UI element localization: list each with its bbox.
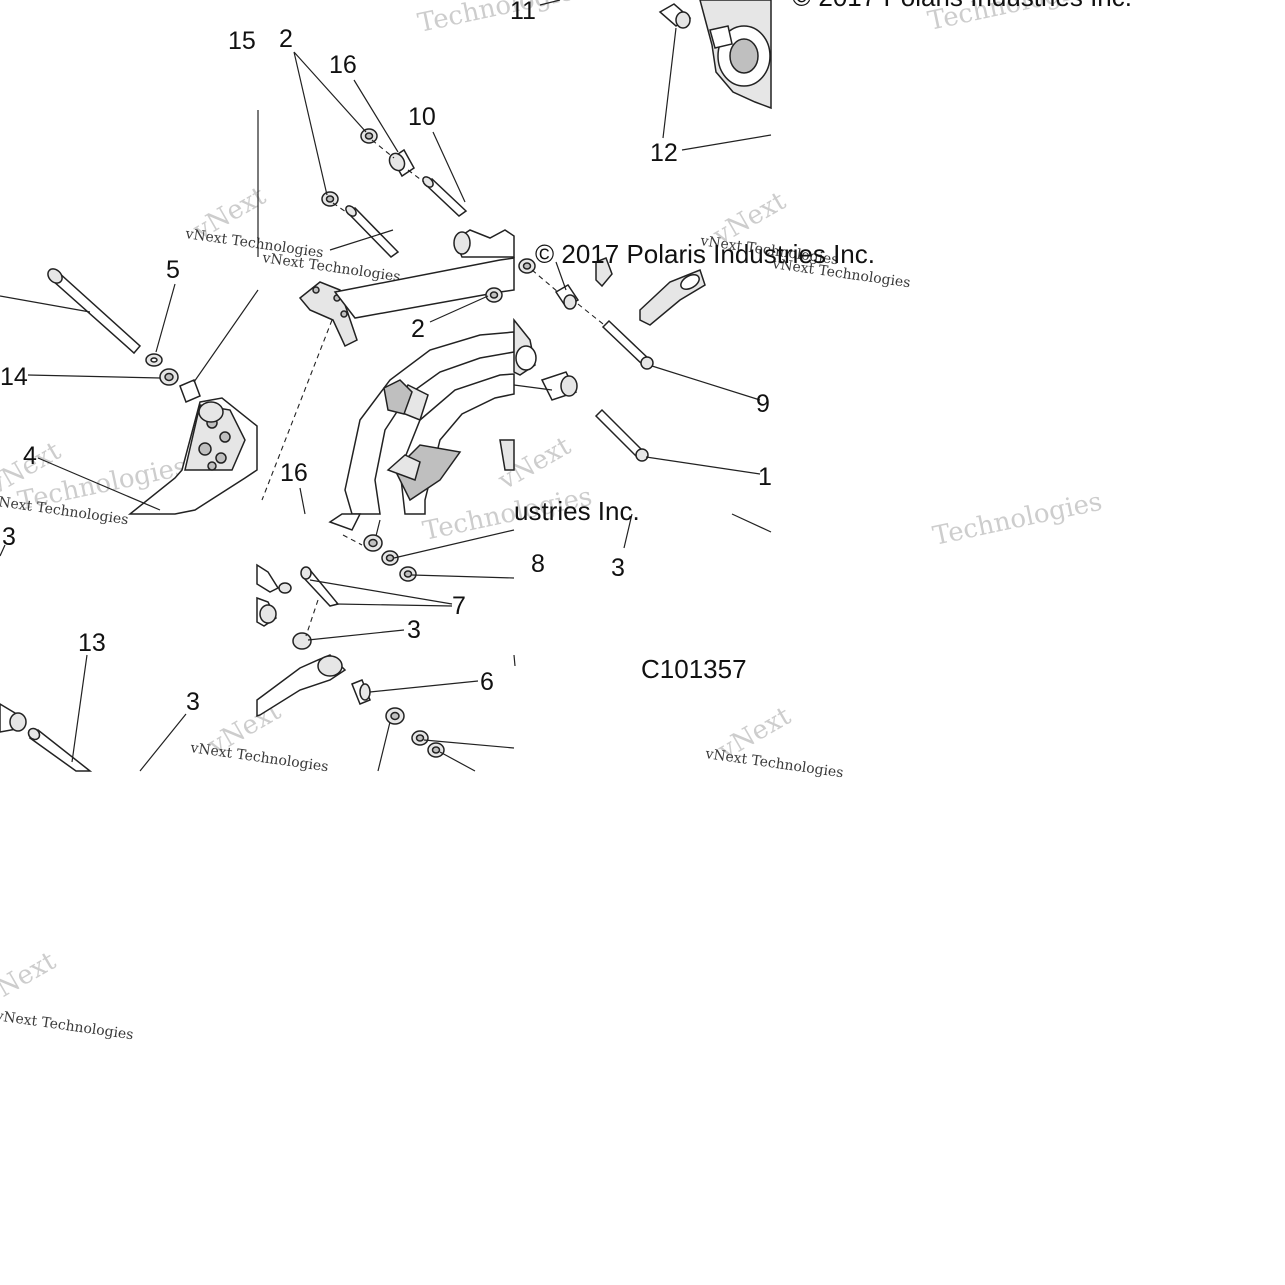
callout-6: 6 — [480, 668, 494, 696]
bracket-part — [298, 281, 358, 348]
frame-arch-part — [344, 331, 515, 515]
tile-lower-left — [0, 544, 187, 772]
callout-3: 3 — [407, 616, 421, 644]
watermark-vnext-tec: vNext Technologies — [0, 1008, 134, 1043]
callout-4: 4 — [23, 442, 37, 470]
bushing-part — [328, 513, 362, 531]
watermark-technologies: Technologies — [930, 487, 1105, 552]
callout-3: 3 — [2, 523, 16, 551]
callout-3: 3 — [611, 554, 625, 582]
watermark-vnext-tec: vNext Technologies — [260, 250, 401, 285]
copyright-text: ustries Inc. — [514, 496, 640, 526]
tile-top-center — [293, 51, 515, 258]
watermark-technologies: Technologies — [415, 0, 590, 39]
watermark-vnext: vNext — [0, 946, 61, 1012]
cross-tube-part — [333, 257, 515, 319]
tile-mid-left — [0, 268, 259, 515]
callout-14: 14 — [0, 363, 28, 391]
tile-mid-right — [513, 257, 761, 475]
callout-7: 7 — [452, 592, 466, 620]
drawing-number: C101357 — [641, 654, 747, 684]
bushing-part — [292, 632, 312, 650]
callout-8: 8 — [531, 550, 545, 578]
frame-tube-part — [454, 229, 515, 258]
tile-lower-right — [513, 513, 772, 667]
callout-13: 13 — [78, 629, 106, 657]
callout-15: 15 — [228, 27, 256, 55]
callout-1: 1 — [758, 463, 772, 491]
callout-2: 2 — [411, 315, 425, 343]
callout-16: 16 — [280, 459, 308, 487]
text-layer: © 2017 Polaris Industries Inc. © 2017 Po… — [514, 0, 1132, 684]
watermark-vnext-tec: vNext Technologies — [703, 746, 844, 781]
callout-2: 2 — [279, 25, 293, 53]
callout-10: 10 — [408, 103, 436, 131]
callout-layer: 15 2 16 10 11 12 5 2 14 4 9 1 16 8 3 3 1… — [0, 0, 772, 716]
copyright-text: © 2017 Polaris Industries Inc. — [792, 0, 1132, 12]
tile-mid-center — [261, 257, 515, 515]
callout-3: 3 — [186, 688, 200, 716]
tile-top-right — [539, 0, 772, 151]
tile-lower-center — [256, 513, 515, 772]
watermark-vnext-tec: vNext Technologies — [188, 740, 329, 775]
bushing-part — [179, 379, 201, 403]
callout-16: 16 — [329, 51, 357, 79]
callout-5: 5 — [166, 256, 180, 284]
bolt-part — [50, 270, 142, 355]
callout-9: 9 — [756, 390, 770, 418]
nut-part — [278, 582, 292, 594]
callout-12: 12 — [650, 139, 678, 167]
bolt-part — [594, 408, 645, 459]
callout-11: 11 — [510, 0, 536, 25]
copyright-text: © 2017 Polaris Industries Inc. — [535, 239, 875, 269]
